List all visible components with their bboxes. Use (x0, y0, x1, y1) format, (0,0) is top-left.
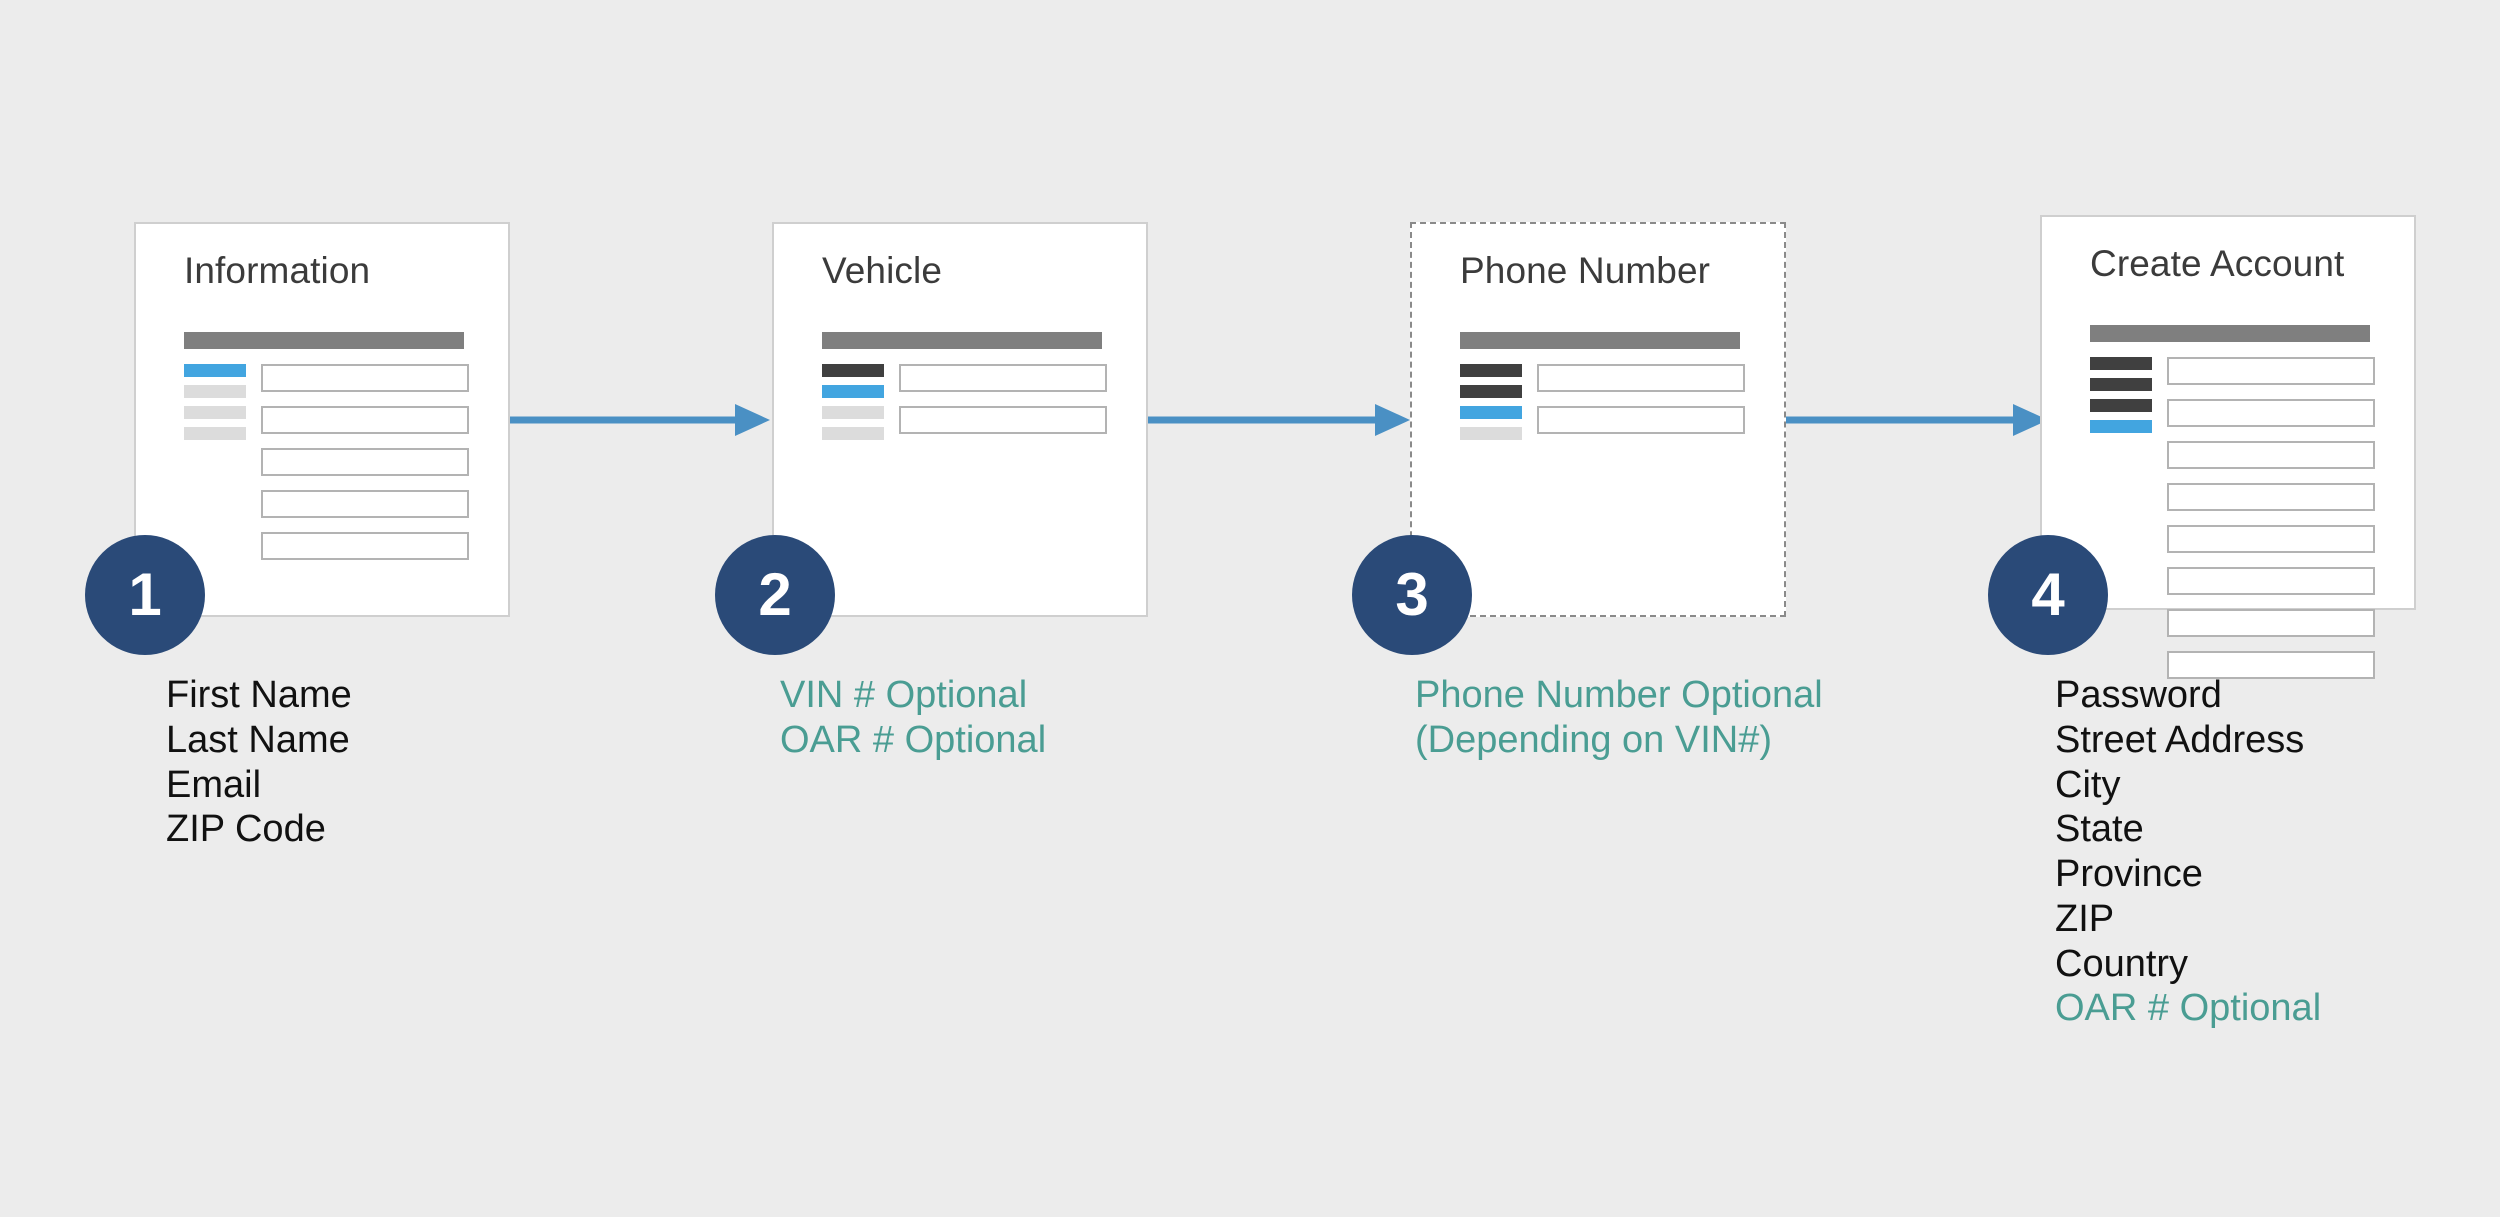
label-item-optional: OAR # Optional (780, 718, 1047, 761)
label-item: Country (2055, 942, 2189, 985)
field-box[interactable] (2167, 441, 2375, 469)
card-sidebar-bars-3 (1460, 364, 1522, 448)
step-number-3: 3 (1395, 561, 1429, 628)
flow-arrow-3-to-4 (1786, 400, 2048, 440)
field-box[interactable] (899, 406, 1107, 434)
sidebar-bar-inactive (184, 406, 246, 419)
card-sidebar-bars-2 (822, 364, 884, 448)
step-card-2: Vehicle (772, 222, 1148, 617)
label-item: Province (2055, 853, 2203, 895)
sidebar-bar-inactive (822, 406, 884, 419)
step-labels-3: Phone Number Optional (Depending on VIN#… (1415, 676, 1823, 766)
step-number-circle-2: 2 (715, 535, 835, 655)
card-header-bar-4 (2090, 325, 2370, 342)
label-item-optional: OAR # Optional (2055, 987, 2322, 1030)
field-box[interactable] (2167, 651, 2375, 679)
label-item: Password (2055, 674, 2222, 716)
card-title-2: Vehicle (822, 250, 943, 291)
card-fields-1 (261, 364, 469, 574)
field-box[interactable] (1537, 364, 1745, 392)
field-box[interactable] (2167, 399, 2375, 427)
step-labels-4: Password Street Address City State Provi… (2055, 676, 2321, 1034)
step-card-1: Information (134, 222, 510, 617)
label-item: First Name (166, 674, 352, 716)
card-fields-4 (2167, 357, 2375, 693)
card-title-3: Phone Number (1460, 250, 1711, 291)
card-sidebar-bars-1 (184, 364, 246, 448)
step-number-4: 4 (2031, 561, 2065, 628)
step-number-2: 2 (758, 561, 792, 628)
label-item: ZIP Code (166, 808, 326, 851)
step-number-circle-1: 1 (85, 535, 205, 655)
sidebar-bar-completed (2090, 357, 2152, 370)
sidebar-bar-inactive (184, 385, 246, 398)
card-title-1: Information (184, 250, 371, 291)
card-header-bar-3 (1460, 332, 1740, 349)
sidebar-bar-active (1460, 406, 1522, 419)
field-box[interactable] (1537, 406, 1745, 434)
card-sidebar-bars-4 (2090, 357, 2152, 441)
label-item: Last Name (166, 718, 350, 761)
card-fields-2 (899, 364, 1107, 448)
field-box[interactable] (2167, 609, 2375, 637)
sidebar-bar-active (184, 364, 246, 377)
field-box[interactable] (2167, 567, 2375, 595)
field-box[interactable] (261, 364, 469, 392)
field-box[interactable] (2167, 483, 2375, 511)
sidebar-bar-inactive (1460, 427, 1522, 440)
label-item: City (2055, 763, 2121, 806)
card-fields-3 (1537, 364, 1745, 448)
label-item-optional: Phone Number Optional (1415, 674, 1823, 716)
label-item: Street Address (2055, 718, 2305, 761)
step-labels-2: VIN # Optional OAR # Optional (780, 676, 1046, 766)
field-box[interactable] (2167, 525, 2375, 553)
sidebar-bar-inactive (184, 427, 246, 440)
flow-arrow-2-to-3 (1148, 400, 1410, 440)
field-box[interactable] (261, 490, 469, 518)
field-box[interactable] (261, 406, 469, 434)
card-title-4: Create Account (2090, 243, 2345, 284)
sidebar-bar-completed (1460, 385, 1522, 398)
label-item: ZIP (2055, 897, 2115, 940)
field-box[interactable] (2167, 357, 2375, 385)
sidebar-bar-completed (2090, 399, 2152, 412)
sidebar-bar-completed (2090, 378, 2152, 391)
sidebar-bar-active (822, 385, 884, 398)
step-labels-1: First Name Last Name Email ZIP Code (166, 676, 352, 855)
label-item-optional: VIN # Optional (780, 674, 1028, 716)
sidebar-bar-active (2090, 420, 2152, 433)
field-box[interactable] (261, 448, 469, 476)
step-card-4: Create Account (2040, 215, 2416, 679)
flow-arrow-1-to-2 (510, 400, 770, 440)
label-item-optional: (Depending on VIN#) (1415, 718, 1772, 761)
sidebar-bar-completed (1460, 364, 1522, 377)
field-box[interactable] (261, 532, 469, 560)
sidebar-bar-completed (822, 364, 884, 377)
sidebar-bar-inactive (822, 427, 884, 440)
step-card-3: Phone Number (1410, 222, 1786, 617)
card-header-bar-2 (822, 332, 1102, 349)
field-box[interactable] (899, 364, 1107, 392)
card-header-bar-1 (184, 332, 464, 349)
label-item: State (2055, 808, 2144, 851)
step-number-circle-4: 4 (1988, 535, 2108, 655)
step-number-1: 1 (128, 561, 162, 628)
step-number-circle-3: 3 (1352, 535, 1472, 655)
label-item: Email (166, 763, 262, 806)
